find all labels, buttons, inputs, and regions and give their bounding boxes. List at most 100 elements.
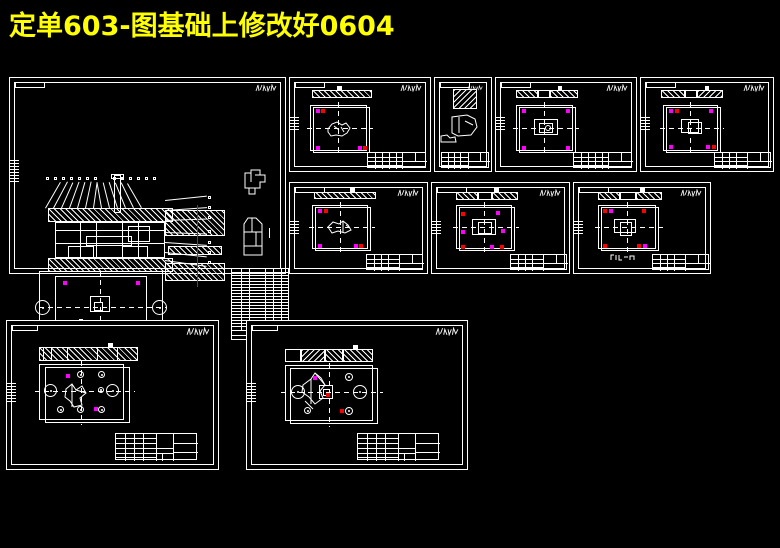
detail-marker-lower (340, 409, 344, 413)
corner-marker-br-red (363, 146, 367, 150)
ejector-hole-br (345, 407, 353, 415)
sheet-corner-tab (15, 83, 45, 88)
ejector-hole-tl (77, 371, 84, 378)
title-block[interactable] (510, 254, 568, 271)
sheet-inner-border (439, 82, 487, 167)
exploded-plate-middle (168, 246, 222, 255)
section-view-plate-a (301, 349, 325, 362)
detail-view-isometric (244, 169, 266, 195)
detail-view-elevation (243, 217, 263, 256)
corner-marker-tl (669, 109, 673, 113)
guide-hole-right (353, 385, 367, 399)
assembly-centerline (197, 205, 198, 287)
plan-view-frame-offset (519, 107, 576, 153)
cavity-profile (301, 372, 326, 410)
sheet-corner-tab (440, 83, 470, 88)
core-block-center (319, 385, 333, 399)
detail-sheet-mid-2[interactable] (431, 182, 570, 274)
marker-bottom-mid (490, 245, 494, 249)
sheet-inner-border (294, 187, 423, 269)
plan-centerline-v (484, 202, 485, 252)
ejector-hole-tr (345, 373, 353, 381)
signature-stamp (467, 84, 483, 92)
title-block[interactable] (573, 152, 633, 169)
corner-marker-tl-red (324, 209, 328, 213)
plan-centerline-v (81, 361, 82, 425)
bottom-clamp-plate (48, 258, 173, 272)
plate-drawing-bottom-right[interactable] (246, 320, 468, 470)
title-block[interactable] (367, 152, 427, 169)
signature-stamp (255, 84, 277, 92)
part-profile-small (440, 134, 457, 143)
corner-marker-bl (318, 244, 322, 248)
section-view-plate-right (697, 90, 723, 98)
detail-sheet-top-3[interactable] (495, 77, 637, 172)
marker-bl-red (603, 244, 607, 248)
sheet-corner-tab (646, 83, 676, 88)
signature-stamp (397, 189, 419, 197)
corner-marker-tr (136, 281, 140, 285)
sheet-inner-border (11, 325, 214, 465)
plan-view-frame-offset (601, 207, 659, 251)
plate-drawing-bottom-left[interactable] (6, 320, 219, 470)
corner-marker-tl (316, 109, 320, 113)
marker-tl (609, 209, 613, 213)
hole-left-lower (57, 406, 64, 413)
corner-marker-tl (522, 109, 526, 113)
title-block[interactable] (441, 152, 490, 169)
title-block[interactable] (357, 433, 440, 461)
guide-bush-left (35, 300, 50, 315)
fold-tick-strip (574, 220, 583, 235)
plan-core-outline (90, 296, 110, 312)
sheet-corner-tab (12, 326, 38, 331)
plan-core-inner (94, 302, 103, 311)
fold-tick-strip (641, 117, 650, 132)
detail-sheet-top-4[interactable] (640, 77, 774, 172)
detail-marker-upper (66, 374, 70, 378)
exploded-plate-upper (165, 210, 225, 236)
section-view-plate-b (325, 349, 343, 362)
detail-sheet-top-1[interactable] (289, 77, 431, 172)
detail-sheet-mid-1[interactable] (289, 182, 428, 274)
plan-view-centerline-v (100, 271, 101, 347)
plan-centerline-v (340, 202, 341, 252)
title-block[interactable] (652, 254, 710, 271)
sheet-corner-tab (295, 188, 325, 193)
section-center-block (685, 90, 697, 98)
sheet-corner-tab (252, 326, 278, 331)
side-detail-block (128, 226, 150, 242)
corner-marker-br (354, 244, 358, 248)
cavity-outline-outer (534, 119, 558, 135)
marker-bottom-right (500, 245, 504, 249)
cavity-profile (64, 383, 87, 408)
section-view-plate-left (516, 90, 538, 98)
guide-hole-right (106, 384, 119, 397)
marker-bottom-left (461, 245, 465, 249)
cavity-outline-outer (614, 219, 636, 233)
title-block[interactable] (366, 254, 424, 271)
detail-sheet-mid-3[interactable] (573, 182, 711, 274)
title-block[interactable] (714, 152, 772, 169)
corner-marker-tl-red (321, 109, 325, 113)
main-assembly-sheet[interactable] (9, 77, 289, 347)
guide-hole-left (291, 385, 305, 399)
detail-marker-upper (313, 376, 317, 380)
title-block[interactable] (115, 433, 198, 461)
plan-centerline-h (309, 227, 375, 228)
corner-marker-bl (316, 146, 320, 150)
signature-stamp (743, 84, 765, 92)
section-view-plate (314, 192, 376, 199)
plan-view-frame-offset (666, 107, 721, 153)
detail-sheet-top-2[interactable] (434, 77, 492, 172)
cavity-outline-a (681, 119, 699, 133)
fold-tick-strip (290, 117, 299, 132)
plan-view-frame-offset (315, 207, 371, 251)
section-view-plate (453, 89, 477, 109)
signature-stamp (186, 327, 210, 336)
fold-tick-strip (10, 159, 19, 191)
note-text-block (610, 254, 635, 261)
section-view-plate (312, 90, 372, 98)
signature-stamp (539, 189, 561, 197)
corner-marker-tr (709, 109, 713, 113)
marker-mid-right (501, 229, 505, 233)
